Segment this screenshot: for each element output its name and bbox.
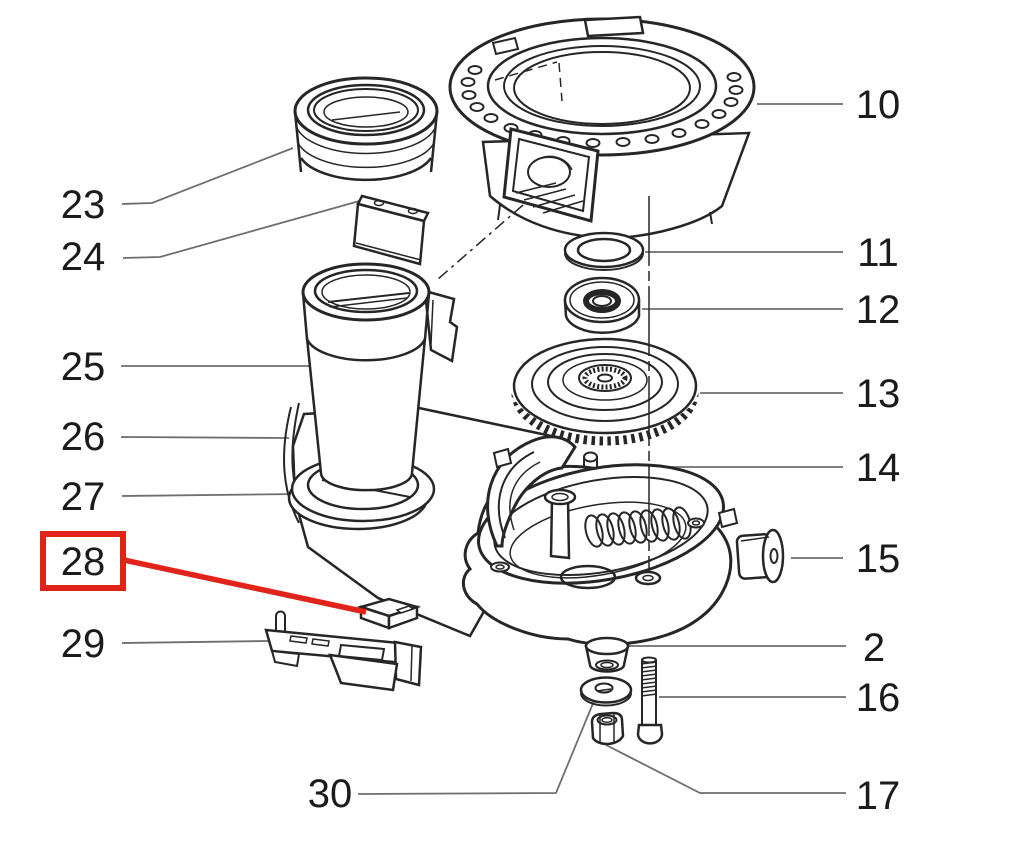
highlight-leader [123, 557, 367, 615]
callout-label-14: 14 [856, 446, 901, 490]
flat-washer-icon [579, 676, 633, 707]
leader-29 [121, 640, 270, 644]
bushing-icon [584, 636, 630, 673]
oval-cap-icon [293, 76, 439, 185]
callout-label-23: 23 [61, 183, 106, 227]
callout-label-26: 26 [61, 415, 106, 459]
leader-26 [120, 436, 290, 439]
callout-label-28: 28 [61, 540, 106, 584]
sealing-ring-icon [563, 231, 645, 271]
callout-label-13: 13 [856, 372, 901, 416]
callout-label-30: 30 [308, 772, 353, 816]
leader-17 [605, 744, 846, 794]
leader-30 [357, 700, 595, 795]
flange-bolt-holes [460, 65, 744, 148]
callout-label-12: 12 [856, 288, 901, 332]
worm-spring [584, 506, 692, 548]
highlight-callout-28 [40, 531, 367, 615]
callout-label-16: 16 [856, 676, 901, 720]
bayonet-ring-flange-icon [448, 15, 756, 240]
leader-lines [120, 103, 846, 795]
cover-plate-icon [352, 194, 430, 266]
callout-labels: 10 11 12 13 14 15 2 16 17 23 24 25 26 27… [61, 83, 901, 818]
end-cap-icon [735, 528, 785, 584]
axis-lines [436, 196, 650, 572]
funnel-window [502, 127, 600, 223]
leader-24 [122, 199, 364, 259]
callout-label-17: 17 [856, 774, 901, 818]
callout-label-27: 27 [61, 475, 106, 519]
callout-label-2: 2 [863, 626, 885, 670]
leader-27 [121, 493, 300, 497]
callout-label-25: 25 [61, 345, 106, 389]
callout-label-24: 24 [61, 235, 106, 279]
callout-label-15: 15 [856, 537, 901, 581]
leader-23 [121, 147, 294, 205]
feed-cylinder-icon [301, 262, 459, 492]
highlight-box [40, 531, 126, 591]
callout-label-11: 11 [857, 231, 899, 275]
screw-icon [636, 656, 664, 745]
ball-bearing-icon [563, 276, 641, 334]
hex-nut-icon [590, 711, 625, 746]
callout-label-10: 10 [856, 83, 901, 127]
gear-wheel-icon [510, 334, 700, 446]
mounting-bracket-icon [264, 610, 423, 692]
switch-block-icon [356, 597, 422, 630]
callout-label-29: 29 [61, 622, 106, 666]
gearbox-housing-icon [461, 435, 739, 646]
